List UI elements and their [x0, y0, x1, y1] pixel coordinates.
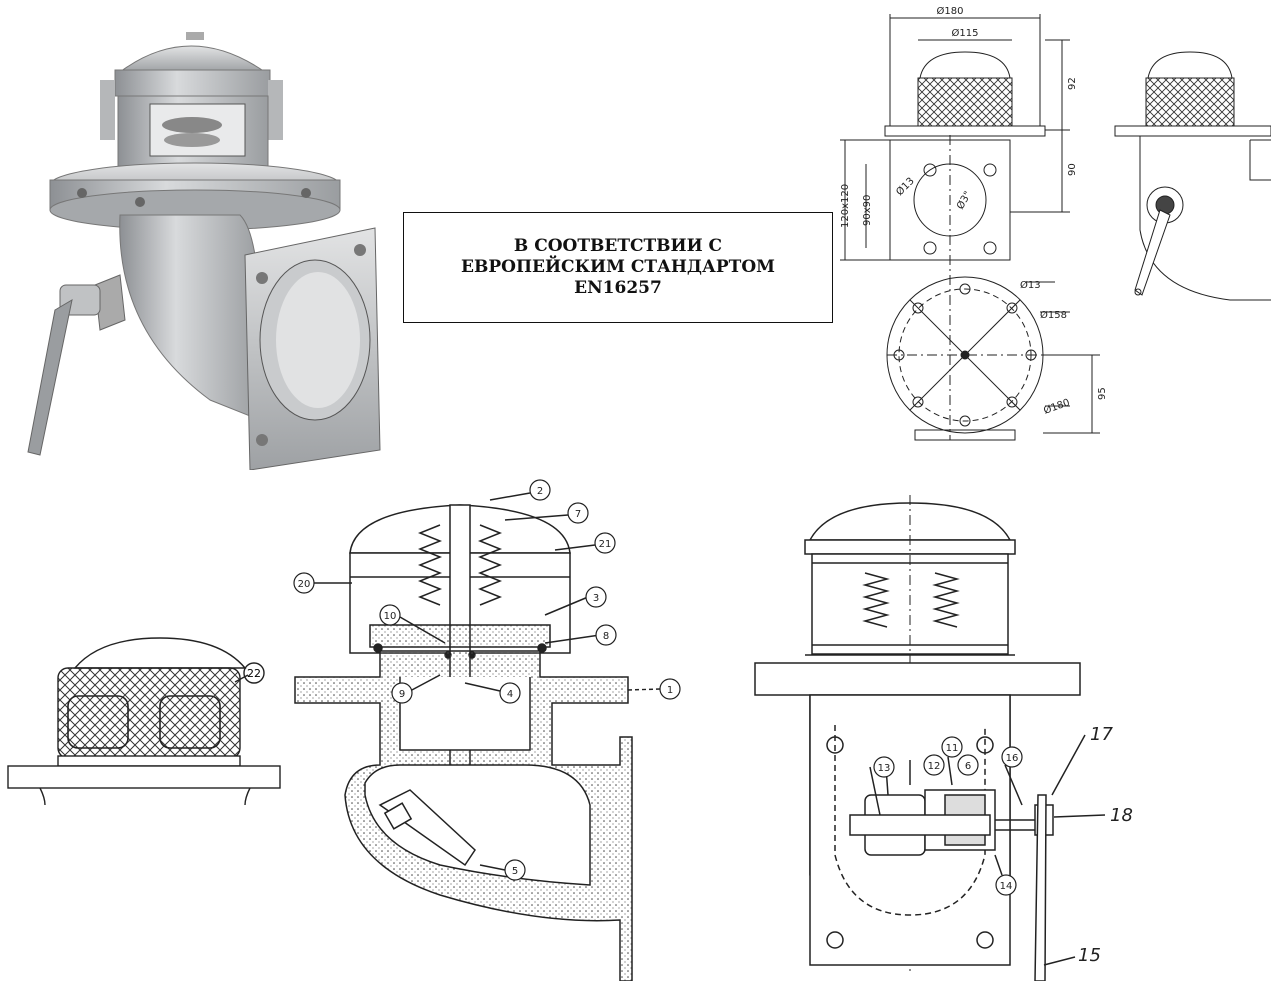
dim-d3in: Ø3"	[954, 189, 974, 211]
callout-5: 5	[512, 866, 518, 877]
callout-3: 3	[593, 593, 599, 604]
dim-d13-round: Ø13	[1020, 279, 1041, 291]
callout-8: 8	[603, 631, 609, 642]
callout-7: 7	[575, 509, 581, 520]
dim-90x90: 90x90	[862, 195, 873, 226]
dim-d158: Ø158	[1040, 309, 1067, 321]
dim-h92: 92	[1067, 77, 1078, 90]
dimension-drawing: Ø180 Ø115 92 90 120x120 90x90 Ø13 Ø3" Ø1…	[840, 5, 1271, 441]
dim-h90: 90	[1067, 163, 1078, 176]
callout-1: 1	[667, 685, 673, 696]
dim-d180-round: Ø180	[1042, 396, 1071, 417]
callout-20: 20	[298, 579, 311, 590]
exterior-drawing: 11 6 12 13 16 14 17 18 15	[754, 495, 1133, 981]
callout-6: 6	[965, 761, 971, 772]
standard-note: В СООТВЕТСТВИИ С ЕВРОПЕЙСКИМ СТАНДАРТОМ …	[403, 212, 833, 323]
callout-13: 13	[878, 763, 891, 774]
callout-16: 16	[1006, 753, 1019, 764]
valve-photo	[27, 32, 381, 470]
note-line-3: EN16257	[574, 278, 662, 298]
dim-d115: Ø115	[952, 27, 979, 39]
callout-12: 12	[928, 761, 941, 772]
note-line-1: В СООТВЕТСТВИИ С	[513, 236, 723, 256]
strainer-drawing: 22	[7, 637, 281, 806]
dim-h95: 95	[1097, 387, 1108, 400]
callout-10: 10	[384, 611, 397, 622]
callout-2: 2	[537, 486, 543, 497]
callout-22: 22	[247, 667, 261, 680]
dim-d180-top: Ø180	[937, 5, 964, 17]
note-line-2: ЕВРОПЕЙСКИМ СТАНДАРТОМ	[461, 257, 775, 277]
callout-4: 4	[507, 689, 513, 700]
callout-11: 11	[946, 743, 959, 754]
section-drawing: 2 7 21 20 3 8 1 4 9 10 5	[293, 479, 681, 981]
dim-d13-flange: Ø13	[894, 175, 917, 198]
callout-14: 14	[1000, 881, 1013, 892]
callout-21: 21	[599, 539, 612, 550]
callout-17: 17	[1090, 724, 1113, 745]
dim-120x120: 120x120	[840, 184, 851, 228]
callout-18: 18	[1110, 805, 1133, 826]
callout-9: 9	[399, 689, 405, 700]
callout-15: 15	[1078, 945, 1101, 966]
